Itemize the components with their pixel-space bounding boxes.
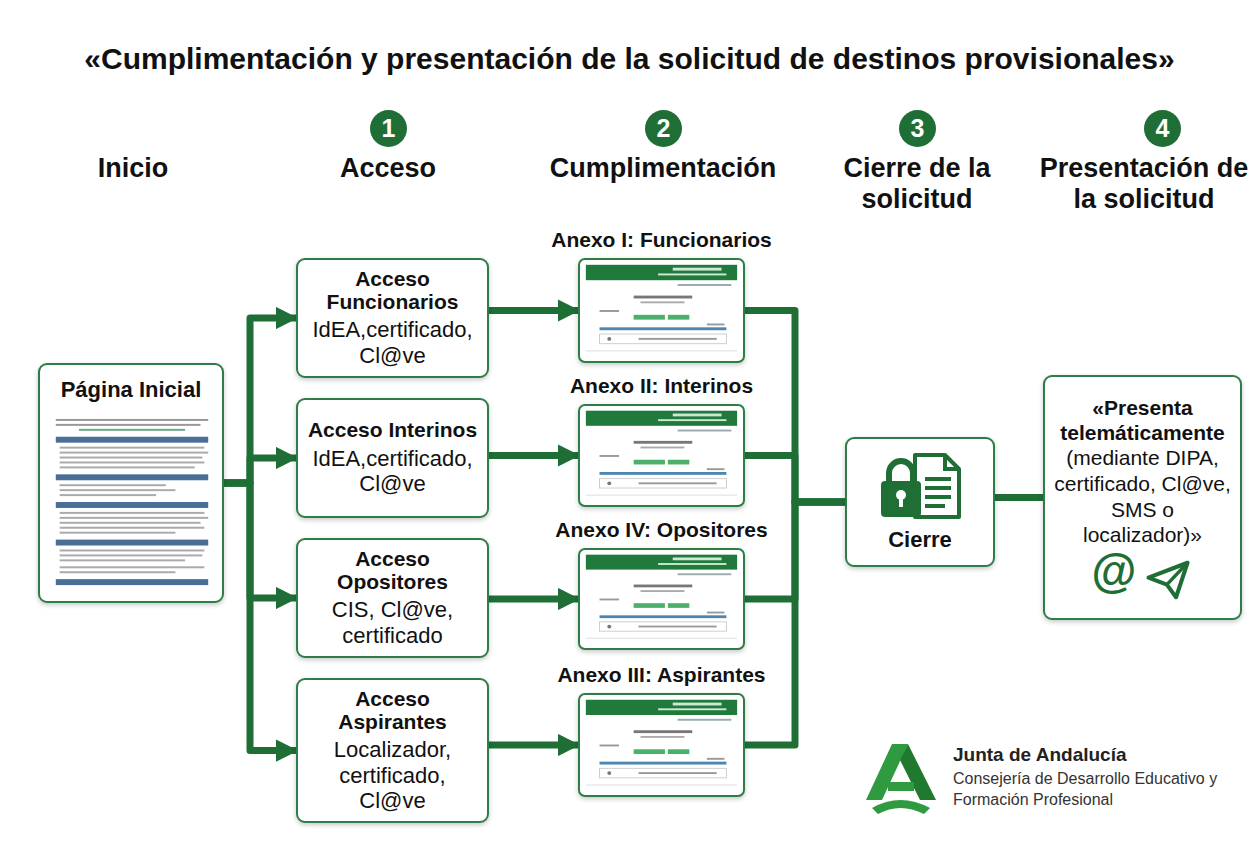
logo-symbol [862,742,940,816]
flow-connector [995,494,1043,501]
node-illustration [1145,559,1191,601]
flow-connector [745,311,845,503]
access-box: Acceso InterinosIdEA,certificado, Cl@ve [296,398,489,518]
node-heading: Acceso Aspirantes [306,688,479,733]
node-heading: Acceso Opositores [306,548,479,593]
flow-connector [489,596,578,603]
node-heading: 4 [1156,116,1170,141]
node-heading: 1 [382,116,396,141]
node-heading: Anexo III: Aspirantes [530,662,793,687]
at-symbol: @ [1086,548,1142,594]
column-heading: Acceso [288,153,488,184]
node-heading: Acceso Interinos [308,419,477,442]
node-heading: «Presenta telemáticamente [1054,395,1231,445]
flow-connector [489,742,578,749]
flow-connector [224,458,296,483]
annex-form-thumbnail: Anexo III: Aspirantes [578,693,745,797]
node-heading: Cierre [888,527,952,553]
node-illustration [580,260,743,361]
column-heading: Presentación de la solicitud [1033,153,1255,215]
close-step-box: Cierre [845,437,995,567]
column-heading: Cierre de la solicitud [822,153,1012,215]
start-page-box: Página Inicial [38,363,224,603]
annex-form-thumbnail: Anexo II: Interinos [578,404,745,507]
column-heading: Inicio [43,153,223,184]
node-body: (mediante DIPA, certificado, Cl@ve, SMS … [1054,445,1231,547]
step-number-circle: 1 [370,110,407,147]
node-illustration [875,451,965,521]
organisation-name: Junta de Andalucía [953,744,1243,766]
diagram-title: «Cumplimentación y presentación de la so… [0,42,1259,76]
flow-connector [489,452,578,459]
node-heading: Anexo IV: Opositores [530,517,793,542]
submit-step-box: «Presenta telemáticamente(mediante DIPA,… [1043,375,1242,620]
step-number-circle: 4 [1144,110,1181,147]
node-illustration [580,550,743,648]
node-body: IdEA,certificado, Cl@ve [306,317,479,368]
node-illustration [580,406,743,505]
node-body: Localizador, certificado, Cl@ve [306,737,479,813]
node-illustration [50,415,214,593]
node-heading: Acceso Funcionarios [306,268,479,313]
access-box: Acceso OpositoresCIS, Cl@ve, certificado [296,538,489,658]
access-box: Acceso FuncionariosIdEA,certificado, Cl@… [296,258,489,378]
node-illustration [580,695,743,795]
flow-connector [224,318,296,483]
annex-form-thumbnail: Anexo I: Funcionarios [578,258,745,363]
flow-connector [224,483,296,598]
flow-connector [489,307,578,314]
node-heading: Anexo I: Funcionarios [530,227,793,252]
step-number-circle: 2 [645,110,682,147]
annex-form-thumbnail: Anexo IV: Opositores [578,548,745,650]
node-heading: 3 [911,116,925,141]
flow-connector [224,483,296,751]
step-number-circle: 3 [899,110,936,147]
column-heading: Cumplimentación [523,153,803,184]
node-heading: Anexo II: Interinos [530,373,793,398]
access-box: Acceso AspirantesLocalizador, certificad… [296,678,489,823]
node-heading: 2 [657,116,671,141]
node-body: CIS, Cl@ve, certificado [306,597,479,648]
flow-connector [745,456,845,503]
node-heading: Página Inicial [48,377,214,403]
department-name: Consejería de Desarrollo Educativo y For… [953,769,1243,811]
node-body: IdEA,certificado, Cl@ve [306,446,479,497]
